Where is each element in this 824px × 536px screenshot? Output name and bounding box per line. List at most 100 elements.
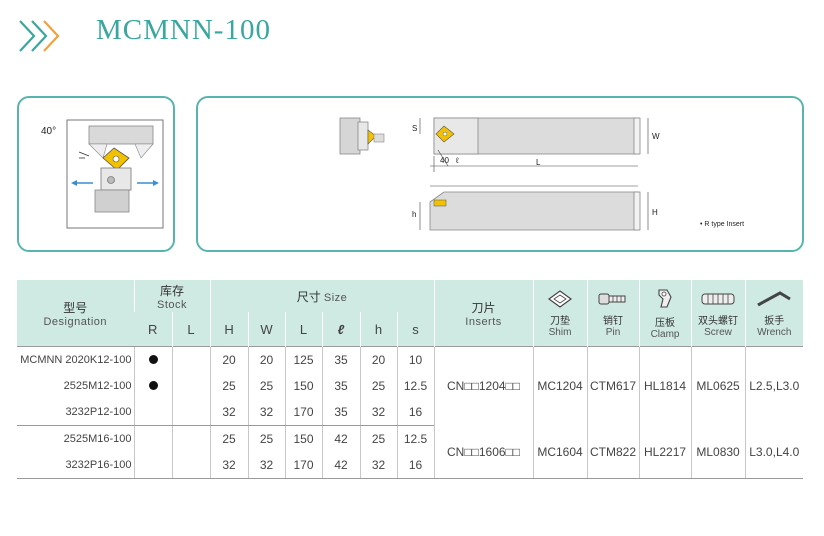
size-h-cell: 20 — [359, 346, 398, 373]
pin-cell: CTM617 — [586, 346, 640, 426]
size-ell-cell: 42 — [321, 452, 361, 479]
page-title: MCMNN-100 — [96, 14, 271, 46]
size-W-cell: 25 — [247, 373, 286, 399]
header-designation: 型号 Designation — [43, 300, 108, 328]
dim-label-s: S — [412, 124, 418, 133]
header-size-ell: ℓ — [321, 312, 361, 347]
stock-r-cell — [133, 452, 172, 479]
header-size-W: W — [247, 312, 286, 347]
dim-label-h: h — [412, 210, 417, 219]
dim-label-ell: ℓ — [456, 156, 459, 165]
header-size-H: H — [209, 312, 249, 347]
size-s-cell: 16 — [396, 452, 435, 479]
dim-label-H: H — [652, 208, 658, 217]
stock-l-cell — [171, 373, 211, 399]
spec-table: 型号 Designation 库存 Stock 尺寸 Size 刀片 Inser… — [17, 280, 804, 479]
header-inserts: 刀片 Inserts — [433, 280, 534, 347]
header-pin: 销钉 Pin — [586, 280, 640, 347]
header-stock-l: L — [171, 312, 211, 347]
size-L-cell: 150 — [284, 425, 323, 452]
size-L-cell: 150 — [284, 373, 323, 399]
header-stock-r: R — [148, 321, 158, 337]
size-W-cell: 25 — [247, 425, 286, 452]
size-H-cell: 25 — [209, 373, 249, 399]
title-chevrons — [16, 16, 76, 56]
wrench-cell: L2.5,L3.0 — [744, 346, 804, 426]
size-H-cell: 20 — [209, 346, 249, 373]
size-h-cell: 25 — [359, 425, 398, 452]
size-H-cell: 32 — [209, 399, 249, 426]
table-row: 2525M16-100 25 25 150 42 25 12.5 CN□□160… — [17, 425, 804, 479]
pin-icon — [598, 293, 626, 304]
size-H-cell: 32 — [209, 452, 249, 479]
size-L-cell: 170 — [284, 399, 323, 426]
dim-label-l: L — [536, 158, 541, 167]
stock-r-cell — [133, 373, 172, 399]
header-wrench: 扳手 Wrench — [744, 280, 804, 347]
tool-dimension-diagram: S W 40 ℓ L h H • R type Insert — [196, 96, 804, 252]
size-ell-cell: 35 — [321, 373, 361, 399]
insert-cell: CN□□1606□□ — [433, 425, 534, 479]
header-shim: 刀垫 Shim — [532, 280, 588, 347]
chevron-icon — [19, 20, 60, 52]
stock-l-cell — [171, 452, 211, 479]
shim-cell: MC1604 — [532, 425, 588, 479]
stock-r-cell — [133, 346, 172, 373]
in-stock-dot — [148, 355, 158, 364]
size-W-cell: 32 — [247, 452, 286, 479]
size-s-cell: 16 — [396, 399, 435, 426]
wrench-cell: L3.0,L4.0 — [744, 425, 804, 479]
stock-r-cell — [133, 399, 172, 426]
clamp-cell: HL2217 — [638, 425, 692, 479]
size-H-cell: 25 — [209, 425, 249, 452]
size-W-cell: 20 — [247, 346, 286, 373]
clamp-icon — [658, 288, 672, 308]
size-W-cell: 32 — [247, 399, 286, 426]
size-ell-cell: 42 — [321, 425, 361, 452]
table-row: 3232P16-100 32 32 170 42 32 16 — [17, 452, 803, 479]
stock-l-cell — [171, 425, 211, 452]
clamp-cell: HL1814 — [638, 346, 692, 426]
designation-cell: 3232P16-100 — [17, 452, 134, 479]
size-s-cell: 12.5 — [396, 373, 435, 399]
angle-label: 40° — [41, 126, 57, 137]
designation-cell: 3232P12-100 — [17, 399, 134, 426]
header-size-s: s — [396, 312, 435, 347]
dim-label-w: W — [652, 132, 660, 141]
size-L-cell: 170 — [284, 452, 323, 479]
screw-icon — [701, 293, 735, 304]
screw-cell: ML0625 — [690, 346, 746, 426]
shim-cell: MC1204 — [532, 346, 588, 426]
size-ell-cell: 35 — [321, 399, 361, 426]
header-size: 尺寸 Size — [209, 280, 435, 312]
table-row: 3232P12-100 32 32 170 35 32 16 — [17, 399, 803, 426]
size-h-cell: 25 — [359, 373, 398, 399]
screw-cell: ML0830 — [690, 425, 746, 479]
tool-drawing — [339, 117, 649, 231]
size-s-cell: 10 — [396, 346, 435, 373]
size-L-cell: 125 — [284, 346, 323, 373]
header-size-h: h — [359, 312, 398, 347]
insert-cell: CN□□1204□□ — [433, 346, 534, 426]
wrench-icon — [757, 290, 792, 306]
in-stock-dot — [148, 381, 158, 390]
shim-icon — [548, 289, 573, 308]
header-clamp: 压板 Clamp — [638, 280, 692, 347]
header-screw: 双头螺钉 Screw — [690, 280, 746, 347]
insert-angle-drawing — [66, 119, 164, 229]
designation-cell: 2525M12-100 — [63, 380, 132, 392]
pin-cell: CTM822 — [586, 425, 640, 479]
designation-cell: 2525M16-100 — [63, 433, 132, 445]
header-size-L: L — [284, 312, 323, 347]
stock-l-cell — [171, 399, 211, 426]
designation-cell: MCMNN 2020K12-100 — [17, 346, 134, 373]
insert-angle-diagram: 40° — [17, 96, 175, 252]
size-h-cell: 32 — [359, 399, 398, 426]
dim-label-40: 40 — [440, 156, 449, 165]
stock-r-cell — [133, 425, 172, 452]
size-ell-cell: 35 — [321, 346, 361, 373]
r-type-note: • R type Insert — [700, 221, 745, 228]
table-row: 2525M12-100 25 25 150 35 25 12.5 — [17, 373, 803, 399]
size-h-cell: 32 — [359, 452, 398, 479]
size-s-cell: 12.5 — [396, 425, 435, 452]
